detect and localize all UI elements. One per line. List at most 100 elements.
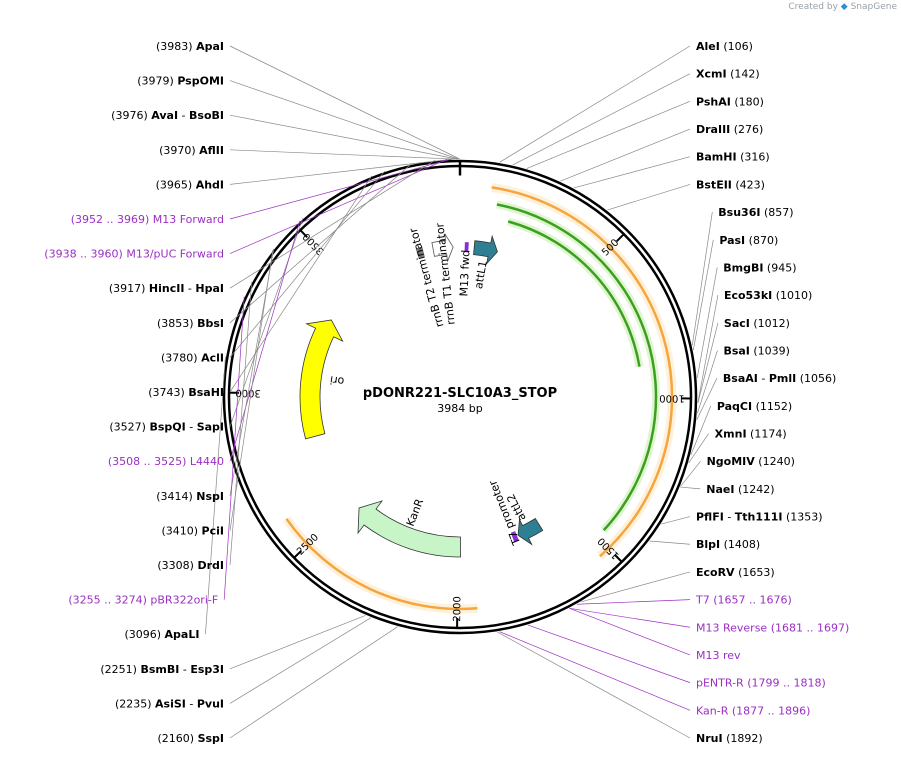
label-text: NaeI (1242) [706,483,774,496]
label-text: pENTR-R (1799 .. 1818) [696,677,826,690]
leader-line [229,158,452,220]
leader-line [499,45,691,163]
site-nspi[interactable]: (3414) NspI [156,490,224,503]
site-xmni[interactable]: XmnI (1174) [715,428,787,441]
site-avai[interactable]: (3976) AvaI - BsoBI [111,109,224,122]
label-text: PflFI - Tth111I (1353) [696,511,823,524]
label-text: (2251) BsmBI - Esp3I [100,663,224,676]
leader-line [569,607,691,628]
label-text: NruI (1892) [696,732,763,745]
feature-label: KanR [404,497,426,528]
primer-m13-puc-forward[interactable]: (3938 .. 3960) M13/pUC Forward [44,248,224,261]
feature-shape [431,233,454,262]
primer-m13-rev[interactable]: M13 rev [696,649,741,662]
site-bbsi[interactable]: (3853) BbsI [157,317,224,330]
leader-line [680,460,701,487]
label-text: (3508 .. 3525) L4440 [108,455,224,468]
site-hincii[interactable]: (3917) HincII - HpaI [109,282,224,295]
leader-line [661,516,691,525]
site-apai[interactable]: (3983) ApaI [156,40,224,53]
site-pshai[interactable]: PshAI (180) [696,95,764,108]
site-paqci[interactable]: PaqCI (1152) [717,400,792,413]
feature-shape [517,517,544,546]
label-text: PaqCI (1152) [717,400,792,413]
site-aflii[interactable]: (3970) AflII [159,144,224,157]
label-text: PasI (870) [719,234,778,247]
label-text: (3952 .. 3969) M13 Forward [71,213,224,226]
site-draiii[interactable]: DraIII (276) [696,123,763,136]
primer-t7[interactable]: T7 (1657 .. 1676) [695,594,792,607]
site-ngomiv[interactable]: NgoMIV (1240) [707,455,795,468]
label-text: BstEII (423) [696,178,765,191]
site-bsahi[interactable]: (3743) BsaHI [148,386,224,399]
leader-line [229,617,372,704]
site-naei[interactable]: NaeI (1242) [706,483,774,496]
label-text: AleI (106) [696,40,753,53]
label-text: Bsu36I (857) [718,206,793,219]
leader-line [569,608,691,656]
site-acli[interactable]: (3780) AclI [161,351,224,364]
primer-l4440[interactable]: (3508 .. 3525) L4440 [108,455,224,468]
site-saci[interactable]: SacI (1012) [724,317,790,330]
site-bsmbi[interactable]: (2251) BsmBI - Esp3I [100,663,224,676]
label-text: (3853) BbsI [157,317,224,330]
site-bamhi[interactable]: BamHI (316) [696,151,770,164]
site-apali[interactable]: (3096) ApaLI [124,628,199,641]
leader-line [607,184,691,211]
feature-ori[interactable]: ori [299,319,345,440]
site-alei[interactable]: AleI (106) [696,40,753,53]
leader-line [690,405,712,456]
tick-mark [614,554,623,563]
site-pspomi[interactable]: (3979) PspOMI [137,75,224,88]
label-text: (2235) AsiSI - PvuI [115,697,224,710]
label-text: DraIII (276) [696,123,763,136]
site-eco53ki[interactable]: Eco53kI (1010) [724,289,812,302]
site-ahdi[interactable]: (3965) AhdI [156,178,224,191]
feature-label: attL1 [472,260,490,290]
site-drdi[interactable]: (3308) DrdI [157,559,224,572]
leader-line [560,128,691,182]
leader-line [229,249,274,531]
primer-pentr-r[interactable]: pENTR-R (1799 .. 1818) [696,677,826,690]
label-text: (3527) BspQI - SapI [109,421,224,434]
feature-attl1[interactable]: attL1 [472,234,498,290]
primer-pbr322ori-f[interactable]: (3255 .. 3274) pBR322ori-F [68,594,218,607]
site-sspi[interactable]: (2160) SspI [157,732,224,745]
primer-kan-r[interactable]: Kan-R (1877 .. 1896) [696,704,810,717]
site-bsaai[interactable]: BsaAI - PmlI (1056) [723,372,836,385]
snapgene-logo-icon: ◆ [840,2,848,12]
leader-line [229,80,459,160]
primer-m13-reverse[interactable]: M13 Reverse (1681 .. 1697) [696,621,849,634]
feature-shape [510,531,519,543]
orf-inner [507,220,641,367]
label-text: (3970) AflII [159,144,224,157]
leader-line [581,571,691,603]
label-text: XcmI (142) [696,68,760,81]
label-text: NgoMIV (1240) [707,455,795,468]
site-bsu36i[interactable]: Bsu36I (857) [718,206,793,219]
primer-m13-forward[interactable]: (3952 .. 3969) M13 Forward [71,213,224,226]
site-asisi[interactable]: (2235) AsiSI - PvuI [115,697,224,710]
feature-kanr[interactable]: KanR [357,497,461,558]
site-pasi[interactable]: PasI (870) [719,234,778,247]
site-nrui[interactable]: NruI (1892) [696,732,763,745]
site-bspqi[interactable]: (3527) BspQI - SapI [109,421,224,434]
leader-line [497,631,691,739]
tick-mark [299,229,308,239]
site-xcmi[interactable]: XcmI (142) [696,68,760,81]
site-pcii[interactable]: (3410) PciI [161,524,224,537]
site-bmgbi[interactable]: BmgBI (945) [723,261,796,274]
leader-line [229,615,366,670]
credit-brand: SnapGene [850,2,897,12]
leader-line [696,267,718,378]
site-ecorv[interactable]: EcoRV (1653) [696,566,775,579]
site-bsai[interactable]: BsaI (1039) [723,344,790,357]
site-pflfi[interactable]: PflFI - Tth111I (1353) [696,511,823,524]
feature-m13-fwd[interactable]: M13 fwd [457,242,472,297]
leader-line [229,160,436,289]
feature-shape [415,246,425,259]
site-blpi[interactable]: BlpI (1408) [696,538,760,551]
leader-line [697,350,718,414]
site-bsteii[interactable]: BstEII (423) [696,178,765,191]
label-text: (3917) HincII - HpaI [109,282,224,295]
